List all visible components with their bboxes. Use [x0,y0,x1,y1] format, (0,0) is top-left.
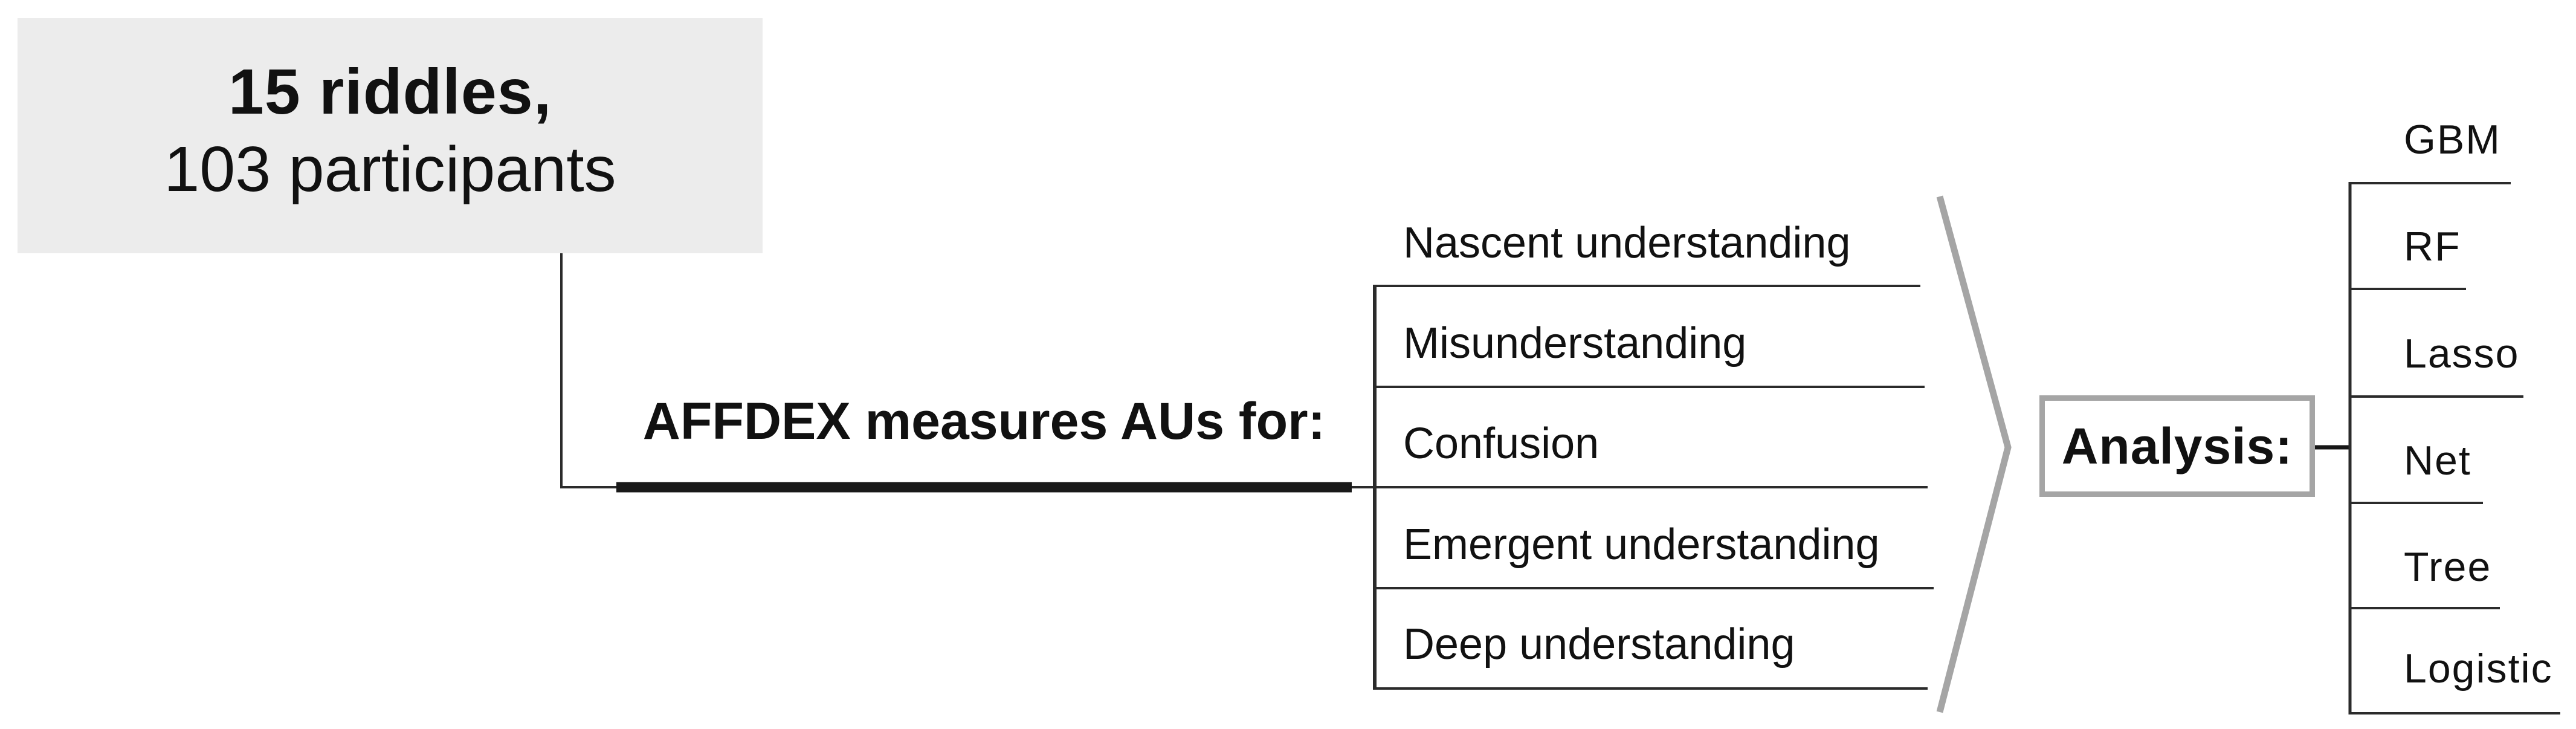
state-label-nascent-understanding: Nascent understanding [1403,219,1851,267]
participants-box: 15 riddles, 103 participants [18,18,763,253]
participants-count-text: 103 participants [164,133,616,205]
model-label-rf: RF [2404,224,2461,270]
state-label-deep-understanding: Deep understanding [1403,620,1795,669]
riddles-count-text: 15 riddles, [228,56,552,128]
analysis-label: Analysis: [2061,417,2293,475]
model-label-logistic: Logistic [2404,646,2553,692]
chevron-right-icon [1936,195,2012,713]
model-label-net: Net [2404,438,2471,484]
model-label-gbm: GBM [2404,117,2501,163]
affdex-branch-label: AFFDEX measures AUs for: [642,392,1326,450]
model-label-tree: Tree [2404,544,2492,590]
state-label-emergent-understanding: Emergent understanding [1403,520,1880,569]
model-label-lasso: Lasso [2404,331,2520,377]
state-label-confusion: Confusion [1403,420,1600,468]
state-label-misunderstanding: Misunderstanding [1403,319,1747,368]
analysis-box: Analysis: [2039,395,2315,497]
